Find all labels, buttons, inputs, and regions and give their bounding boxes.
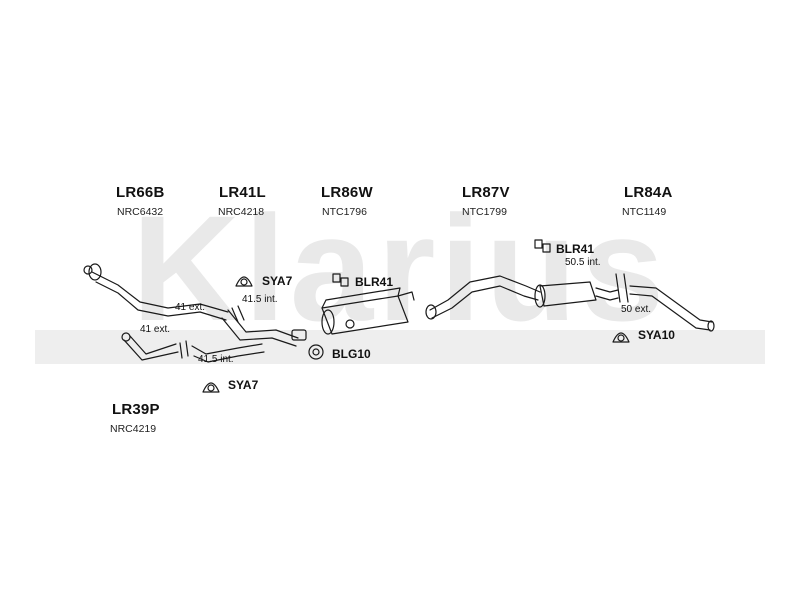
part-code: LR86W bbox=[321, 184, 373, 201]
part-code: LR66B bbox=[116, 184, 165, 201]
front-pipe-lower bbox=[121, 332, 189, 361]
part-code: LR84A bbox=[624, 184, 673, 201]
accessory-label: BLG10 bbox=[332, 347, 371, 361]
clamp-icon-sya7-bottom bbox=[202, 382, 220, 393]
mounting-icon-blr41-right bbox=[534, 239, 551, 253]
accessory-label: BLR41 bbox=[556, 242, 595, 256]
part-code: LR41L bbox=[219, 184, 266, 201]
part-code: LR87V bbox=[462, 184, 510, 201]
measurement-label: 50 ext. bbox=[621, 304, 652, 315]
accessory-label: SYA7 bbox=[228, 378, 259, 392]
oem-number: NTC1799 bbox=[462, 206, 507, 218]
oem-number: NTC1149 bbox=[622, 206, 667, 218]
accessory-label: SYA7 bbox=[262, 274, 293, 288]
tail-pipe bbox=[615, 273, 715, 332]
centre-silencer bbox=[321, 287, 415, 335]
clamp-icon-sya7-top bbox=[235, 276, 253, 287]
oem-number: NRC6432 bbox=[117, 206, 164, 218]
watermark-band bbox=[35, 330, 765, 364]
clamp-icon-sya10 bbox=[612, 332, 630, 343]
oem-number: NRC4218 bbox=[218, 206, 265, 218]
measurement-label: 50.5 int. bbox=[565, 257, 601, 268]
gasket-icon-blg10 bbox=[308, 344, 324, 360]
measurement-label: 41.5 int. bbox=[198, 354, 234, 365]
accessory-label: BLR41 bbox=[355, 275, 394, 289]
front-pipe-upper bbox=[83, 263, 229, 321]
part-code: LR39P bbox=[112, 401, 160, 418]
rear-silencer bbox=[425, 275, 619, 320]
measurement-label: 41 ext. bbox=[175, 302, 206, 313]
accessory-label: SYA10 bbox=[638, 328, 675, 342]
mounting-icon-blr41-mid bbox=[332, 273, 349, 287]
measurement-label: 41 ext. bbox=[140, 324, 171, 335]
intermediate-pipe bbox=[191, 305, 307, 363]
oem-number: NTC1796 bbox=[322, 206, 367, 218]
oem-number: NRC4219 bbox=[110, 423, 157, 435]
measurement-label: 41.5 int. bbox=[242, 294, 278, 305]
